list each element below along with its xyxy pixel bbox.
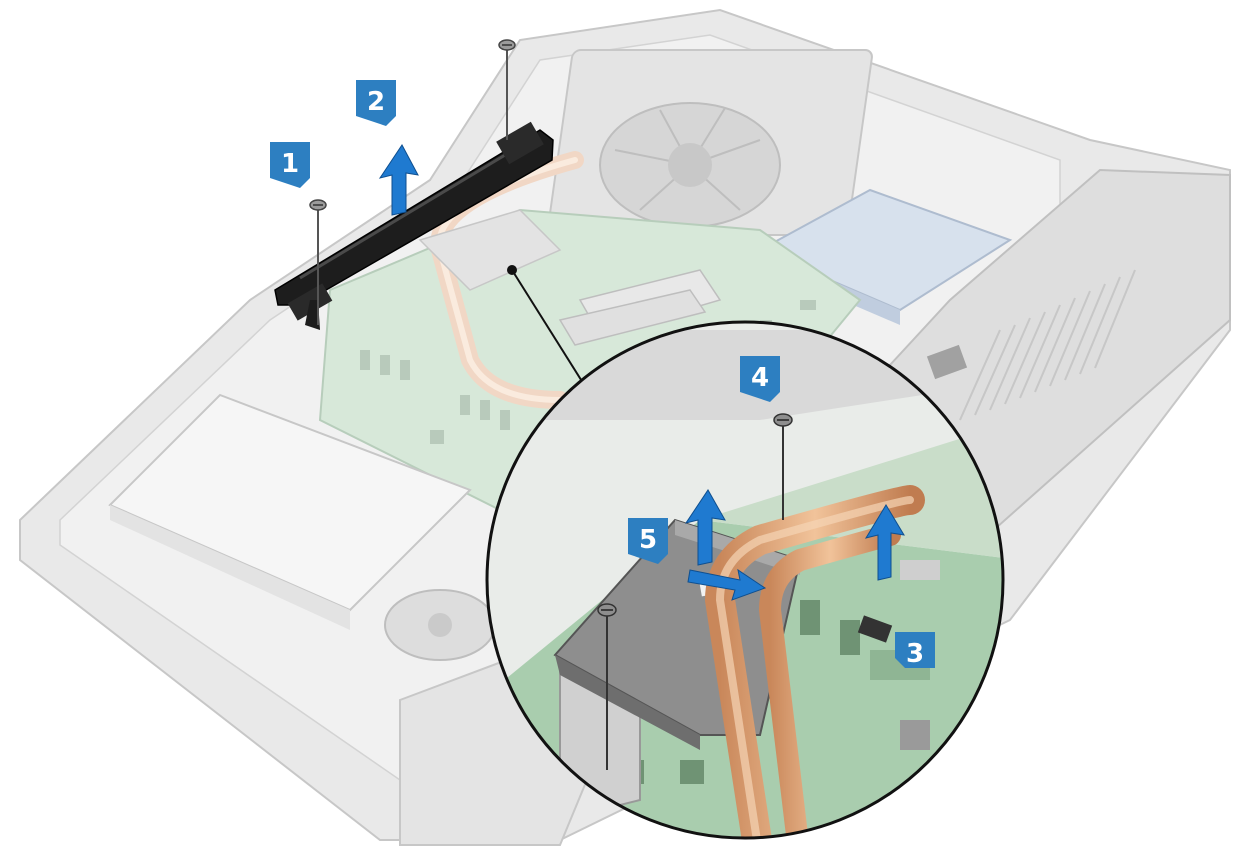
step-number: 4 (751, 363, 769, 393)
screw-5 (597, 603, 617, 770)
step-number: 5 (639, 525, 657, 555)
stand-vents (959, 269, 1136, 421)
step-callout-2: 2 (356, 80, 396, 126)
heat-sink-block (418, 209, 562, 291)
step-number: 3 (906, 639, 924, 669)
memory-module (558, 269, 722, 346)
lift-arrow-icon (864, 504, 905, 581)
lower-fan (384, 589, 496, 661)
callout-badge-icon (356, 80, 396, 126)
power-connector (926, 344, 968, 380)
heat-sink-bracket (274, 121, 554, 330)
screw-icon (773, 413, 793, 427)
callout-badge-icon (628, 518, 668, 564)
screw-icon (309, 199, 327, 211)
screw-icon (597, 603, 617, 617)
callout-badge-icon (270, 142, 310, 188)
screw-1 (309, 199, 327, 325)
screw-2 (498, 39, 516, 140)
screw-icon (498, 39, 516, 51)
lift-arrow-icon (378, 144, 419, 216)
step-callout-4: 4 (740, 356, 780, 402)
callout-badge-icon (895, 632, 935, 668)
step-callout-3: 3 (895, 632, 935, 669)
screw-4 (773, 413, 793, 520)
power-supply-unit (108, 393, 472, 630)
system-fan (547, 49, 873, 236)
step-callout-1: 1 (270, 142, 310, 188)
slide-arrow-icon (687, 568, 767, 601)
lift-arrow-icon (684, 489, 726, 566)
callout-badge-icon (740, 356, 780, 402)
step-number: 2 (367, 87, 385, 117)
step-callout-5: 5 (628, 518, 668, 564)
step-number: 1 (281, 149, 299, 179)
